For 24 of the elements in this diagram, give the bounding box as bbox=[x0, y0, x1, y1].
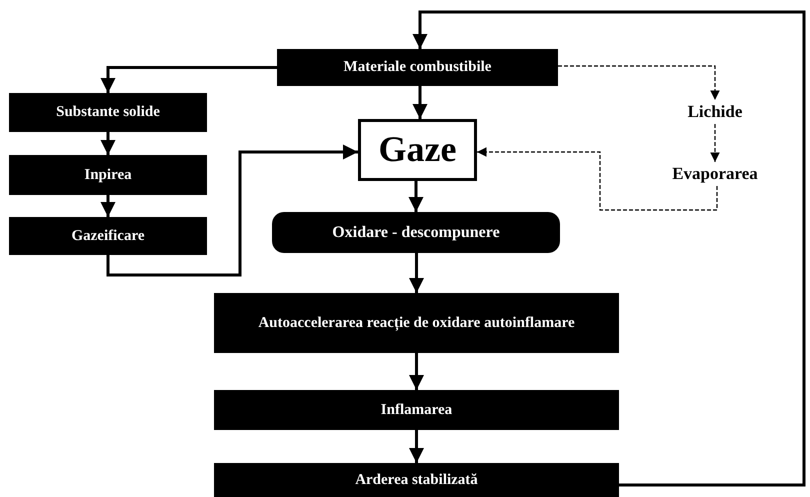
arrow bbox=[710, 124, 720, 162]
rounded-process-box: Oxidare - descompunere bbox=[272, 212, 560, 253]
arrow bbox=[477, 147, 718, 211]
process-box: Autoaccelerarea reacție de oxidare autoinflamare bbox=[214, 293, 619, 353]
arrow bbox=[409, 430, 424, 463]
process-box: Arderea stabilizată bbox=[214, 463, 619, 497]
arrow bbox=[100, 195, 116, 217]
arrow bbox=[100, 66, 277, 93]
process-box: Substante solide bbox=[9, 93, 207, 132]
process-box: Materiale combustibile bbox=[277, 49, 558, 86]
arrow bbox=[409, 253, 424, 293]
arrow bbox=[408, 181, 424, 212]
arrow bbox=[106, 144, 358, 276]
arrow bbox=[412, 10, 806, 486]
arrow bbox=[100, 132, 116, 155]
stage-label: Lichide bbox=[670, 100, 760, 124]
arrow bbox=[558, 65, 720, 100]
gas-box: Gaze bbox=[358, 119, 477, 181]
process-box: Inflamarea bbox=[214, 390, 619, 430]
arrow bbox=[409, 353, 424, 390]
process-box: Gazeificare bbox=[9, 217, 207, 255]
arrow bbox=[412, 86, 428, 119]
stage-label: Evaporarea bbox=[655, 162, 775, 186]
process-box: Inpirea bbox=[9, 155, 207, 195]
